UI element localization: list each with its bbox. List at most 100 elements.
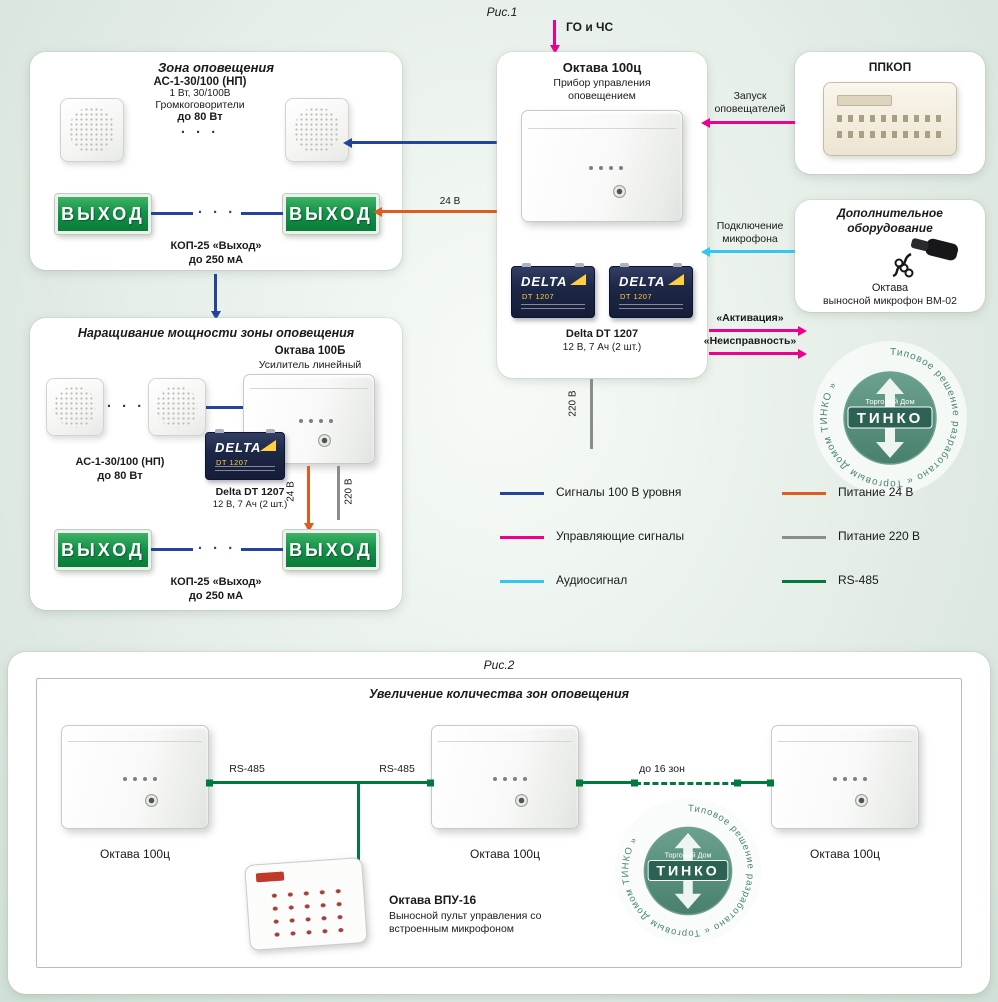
legend-label: RS-485	[838, 573, 879, 587]
wire-24v-label: 24 В	[285, 481, 297, 502]
ppkop-title: ППКОП	[868, 60, 912, 74]
fault-wire	[709, 352, 799, 355]
keyhole	[613, 184, 627, 198]
battery-model: DT 1207	[620, 292, 653, 301]
legend-label: Сигналы 100 В уровня	[556, 485, 682, 499]
led-indicators	[833, 777, 868, 781]
signal-100v-wire	[351, 141, 497, 144]
exit-current: до 250 мА	[188, 254, 244, 266]
logo-brand: ТИНКО	[656, 864, 719, 880]
continuation-dots: · · ·	[197, 204, 237, 221]
wire-220v-label: 220 В	[343, 478, 355, 505]
ppkop-device-image	[823, 82, 957, 156]
power-220v-wire	[590, 379, 593, 449]
speaker-power: до 80 Вт	[97, 470, 143, 482]
fig2-panel: Рис.2 Увеличение количества зон оповещен…	[8, 652, 990, 994]
zones-count-label: до 16 зон	[639, 763, 685, 775]
speaker-power: до 80 Вт	[177, 111, 223, 123]
fig1-caption: Рис.1	[486, 5, 518, 19]
amplifier-kind: Усилитель линейный	[258, 359, 362, 371]
keypad-buttons-grid	[265, 884, 353, 939]
fig2-title: Увеличение количества зон оповещения	[369, 687, 629, 701]
fig2-inner-box: Увеличение количества зон оповещения Окт…	[36, 678, 962, 968]
keyhole	[318, 433, 332, 447]
exit-sign: ВЫХОД	[55, 194, 151, 234]
keypad-logo-chip	[256, 871, 285, 883]
battery-model: DT 1207	[216, 458, 249, 467]
go-chs-arrow	[553, 20, 556, 46]
wire-24v-label: 24 В	[439, 196, 461, 207]
battery-spec: 12 В, 7 Ач (2 шт.)	[212, 499, 288, 510]
continuation-dots: · · ·	[197, 540, 237, 557]
battery-brand: DELTA	[215, 440, 262, 455]
exit-sign: ВЫХОД	[283, 530, 379, 570]
battery-brand: DELTA	[619, 274, 666, 289]
exit-current: до 250 мА	[188, 590, 244, 602]
speaker-model: АС-1-30/100 (НП)	[75, 456, 165, 468]
led-indicators	[589, 166, 624, 170]
rs485-bus-wire	[209, 781, 431, 784]
keypad-desc: Выносной пульт управления со встроенным …	[389, 910, 542, 936]
exit-sign: ВЫХОД	[55, 530, 151, 570]
loudspeaker-image	[60, 98, 124, 162]
led-indicators	[298, 419, 333, 423]
continuation-dots: · · ·	[106, 398, 146, 415]
wire-220v-label: 220 В	[567, 390, 579, 417]
activation-wire	[709, 329, 799, 332]
battery-image: DELTA DT 1207	[205, 429, 285, 480]
extra-panel: Дополнительное оборудование Октава вынос…	[795, 200, 985, 312]
ppkop-buttons-row	[837, 115, 943, 123]
exit-model: КОП-25 «Выход»	[170, 240, 262, 252]
speaker-grille	[69, 107, 115, 153]
battery-spec: 12 В, 7 Ач (2 шт.)	[562, 342, 642, 353]
zone-panel: Зона оповещения АС-1-30/100 (НП) 1 Вт, 3…	[30, 52, 402, 270]
logo-brand-top: Торговый Дом	[865, 397, 914, 406]
battery-logo-triangle	[570, 274, 586, 285]
zone-extension-wire	[214, 274, 217, 312]
fig2-caption: Рис.2	[483, 658, 515, 672]
legend-swatch-control	[500, 536, 544, 539]
ppkop-buttons-row	[837, 130, 943, 138]
fault-label: «Неисправность»	[703, 335, 797, 347]
keyhole	[515, 794, 529, 808]
continuation-dots: · · ·	[180, 124, 220, 141]
legend-label: Питание 220 В	[838, 529, 921, 543]
legend-swatch-audio	[500, 580, 544, 583]
exit-link-wire	[241, 212, 283, 215]
central-subtitle: Прибор управления оповещением	[553, 77, 651, 103]
battery-brand: DELTA	[521, 274, 568, 289]
power-24v-wire	[307, 466, 310, 524]
zone-title: Зона оповещения	[157, 60, 275, 75]
oktava-100c-device	[771, 725, 919, 829]
legend-swatch-rs485	[782, 580, 826, 583]
speaker-grille	[54, 386, 96, 428]
device-label: Октава 100ц	[810, 847, 880, 861]
signal-100v-wire	[206, 406, 243, 409]
mic-model: выносной микрофон ВМ-02	[823, 295, 957, 307]
loudspeaker-image	[285, 98, 349, 162]
rs485-label: RS-485	[229, 763, 265, 775]
rs485-bus-wire	[579, 781, 635, 784]
boost-title: Наращивание мощности зоны оповещения	[77, 326, 355, 340]
exit-link-wire	[151, 548, 193, 551]
legend-label: Управляющие сигналы	[556, 529, 685, 543]
extra-title: Дополнительное оборудование	[837, 206, 943, 235]
legend-swatch-power220	[782, 536, 826, 539]
battery-model: DT 1207	[522, 292, 555, 301]
start-annunciators-label: Запуск оповещателей	[714, 90, 786, 116]
speaker-spec: 1 Вт, 30/100В	[169, 88, 231, 99]
legend-label: Питание 24 В	[838, 485, 914, 499]
battery-name: Delta DT 1207	[215, 486, 285, 498]
device-label: Октава 100ц	[100, 847, 170, 861]
legend-swatch-signal100	[500, 492, 544, 495]
rs485-bus-wire	[737, 781, 771, 784]
exit-sign: ВЫХОД	[283, 194, 379, 234]
mic-connect-label: Подключение микрофона	[716, 220, 784, 246]
loudspeaker-image	[46, 378, 104, 436]
boost-panel: Наращивание мощности зоны оповещения Окт…	[30, 318, 402, 610]
zone-speaker-info: АС-1-30/100 (НП) 1 Вт, 30/100В Громкогов…	[125, 76, 275, 123]
loudspeaker-image	[148, 378, 206, 436]
keyhole	[855, 794, 869, 808]
legend-swatch-power24	[782, 492, 826, 495]
